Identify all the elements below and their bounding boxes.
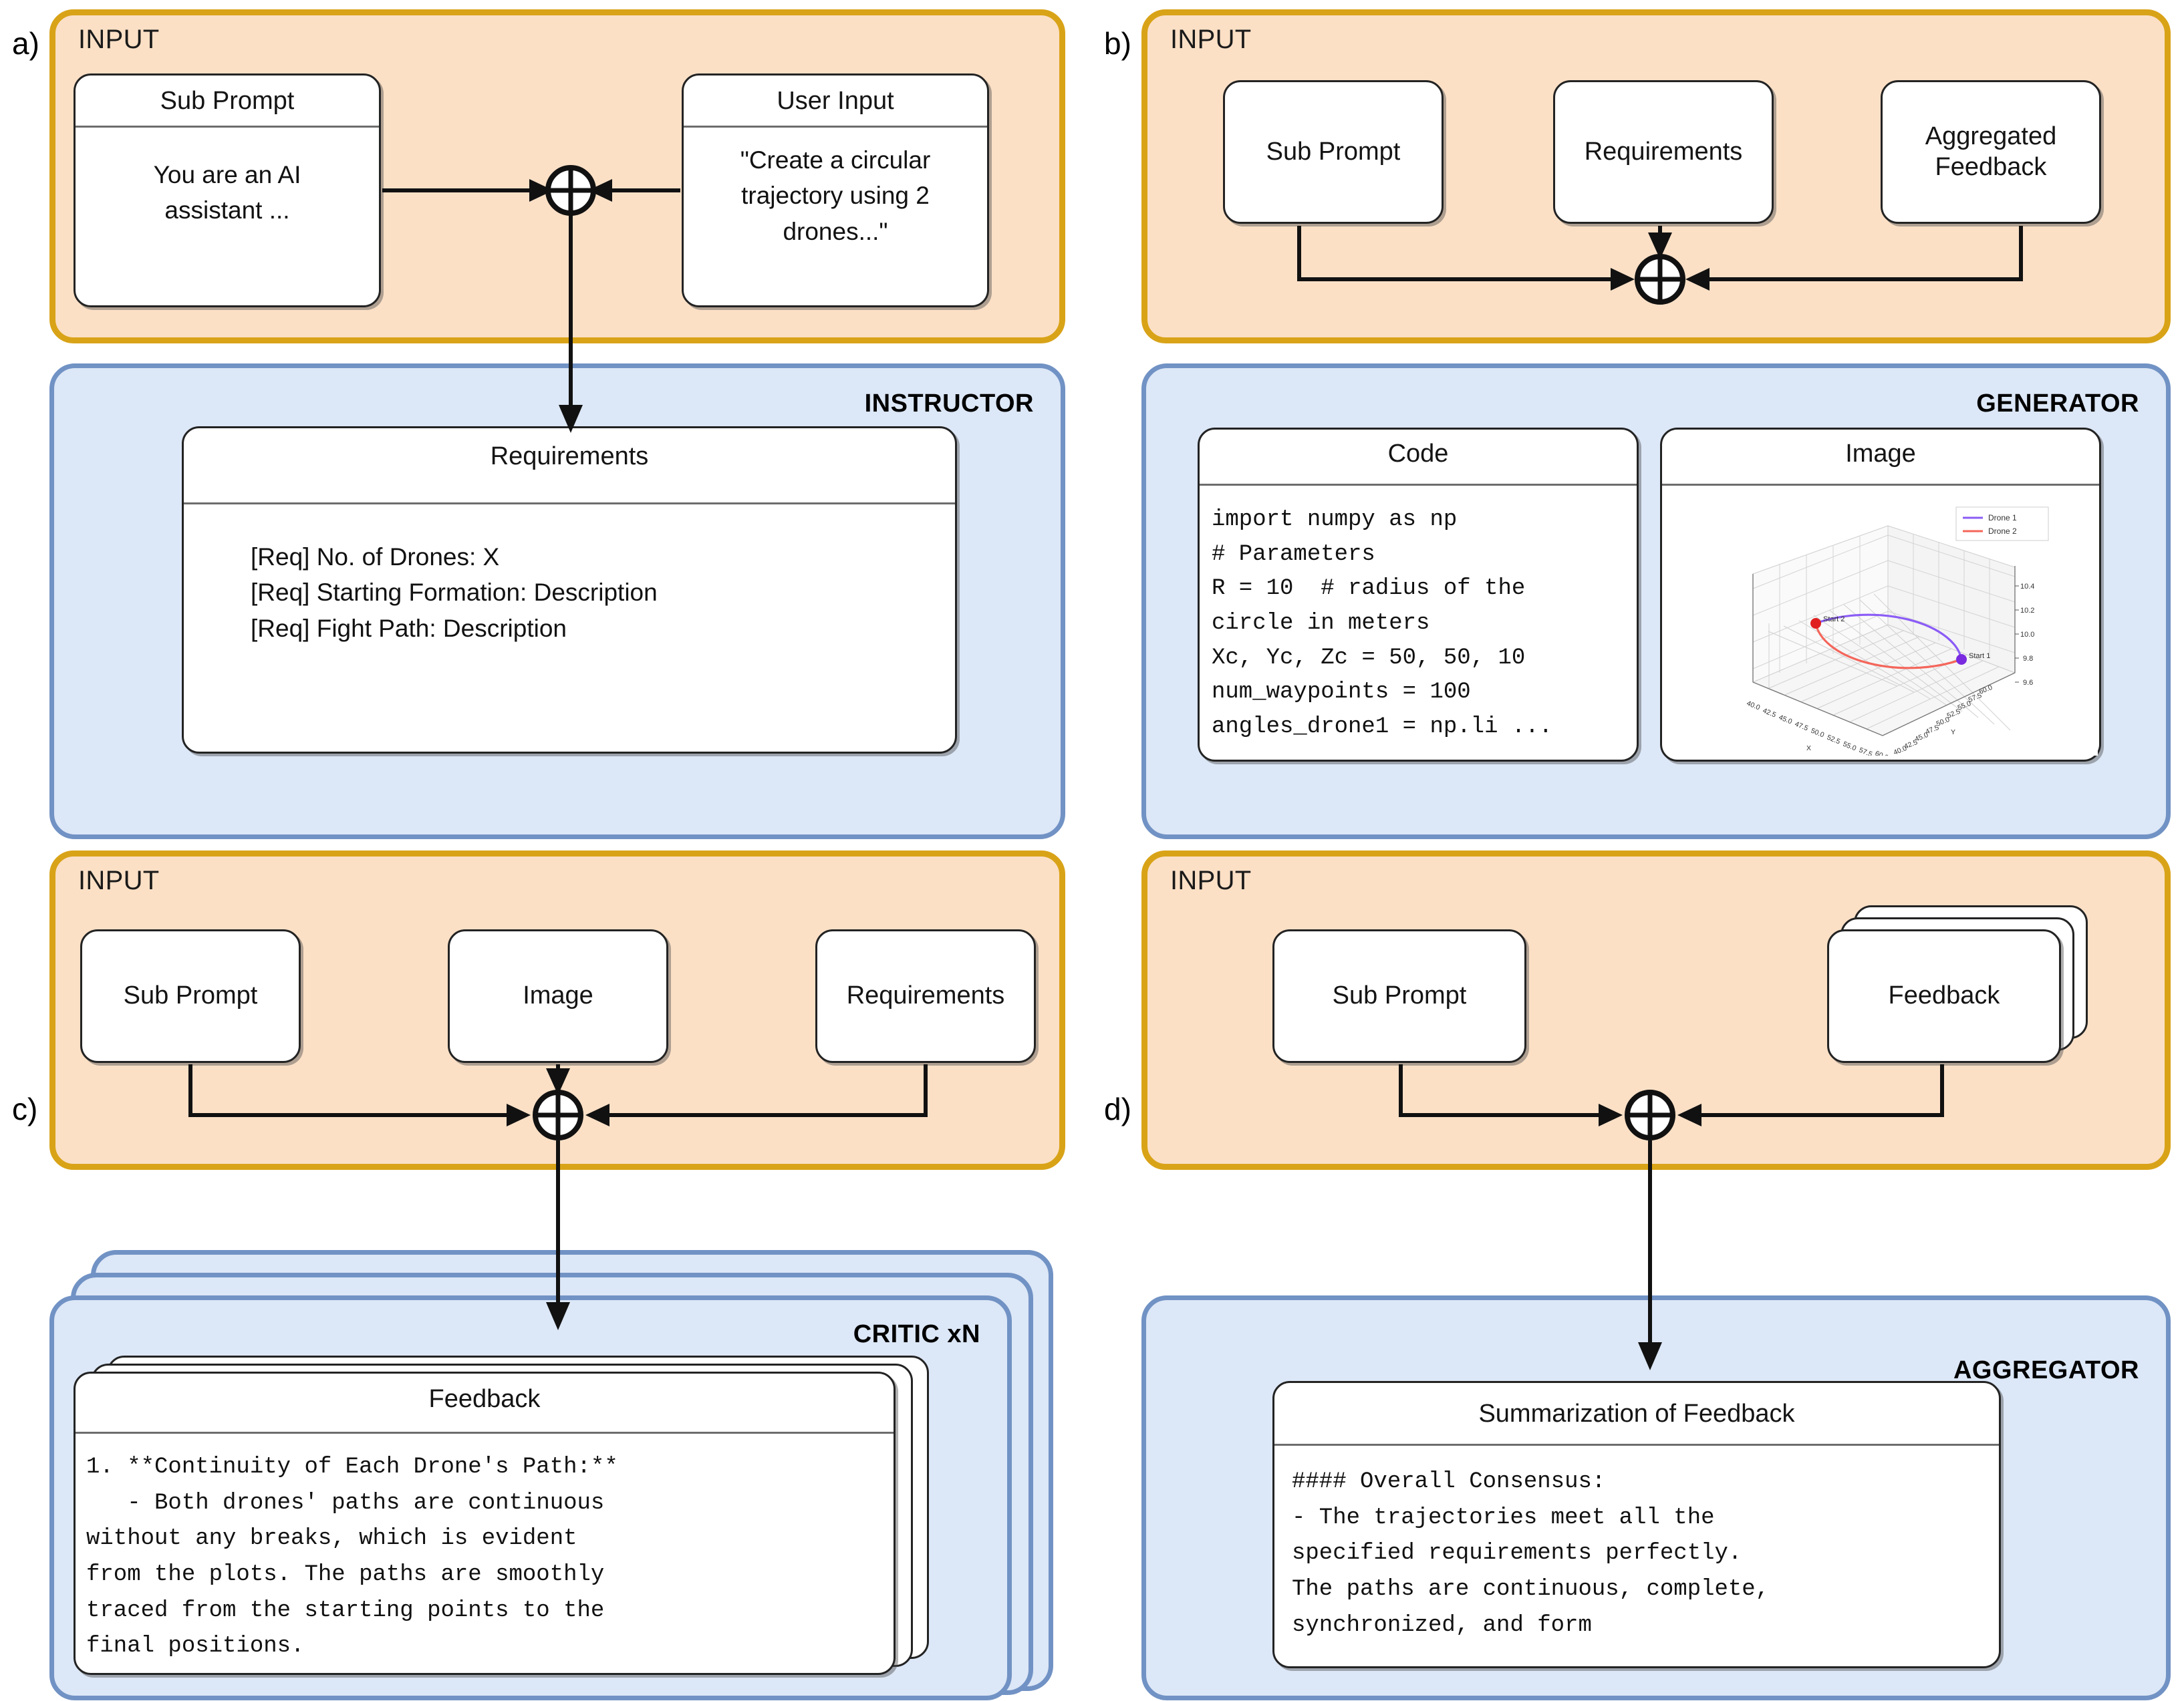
node-body: import numpy as np # Parameters R = 10 #… [1212, 506, 1553, 740]
node-title: Feedback [76, 1374, 894, 1434]
node-title: Sub Prompt [123, 981, 258, 1010]
start-1-marker [1956, 654, 1967, 665]
node-title: Requirements [846, 981, 1005, 1010]
panel-a-agent-title: INSTRUCTOR [864, 390, 1034, 418]
panel-b-node-image[interactable]: Image [1660, 428, 2101, 762]
svg-text:Drone 1: Drone 1 [1988, 513, 2017, 522]
svg-text:9.8: 9.8 [2023, 655, 2033, 663]
plot-legend: Drone 1 Drone 2 [1955, 506, 2049, 541]
node-body: "Create a circular trajectory using 2 dr… [740, 146, 931, 246]
node-title: Requirements [184, 428, 955, 504]
panel-d: d) INPUT Sub Prompt Feedback AGGREGATOR … [1092, 851, 2184, 1701]
panel-d-agent-title: AGGREGATOR [1953, 1356, 2139, 1384]
node-title: Summarization of Feedback [1274, 1383, 1999, 1446]
panel-c-node-sub-prompt[interactable]: Sub Prompt [80, 929, 301, 1063]
svg-text:10.2: 10.2 [2020, 607, 2034, 615]
panel-c-input-title: INPUT [78, 866, 160, 895]
panel-d-input-title: INPUT [1170, 866, 1252, 895]
panel-a: a) INPUT Sub Prompt You are an AI assist… [0, 0, 1092, 851]
node-title: Aggregated Feedback [1925, 122, 2057, 181]
panel-c-node-image[interactable]: Image [448, 929, 668, 1063]
node-title: Image [1662, 430, 2099, 486]
panel-c: c) INPUT Sub Prompt Image Requirements C… [0, 851, 1092, 1701]
start-2-label: Start 2 [1823, 615, 1845, 623]
node-body: 1. **Continuity of Each Drone's Path:** … [86, 1454, 618, 1660]
start-1-label: Start 1 [1969, 652, 1990, 660]
panel-d-node-feedback[interactable]: Feedback [1827, 929, 2061, 1063]
panel-c-node-feedback[interactable]: Feedback 1. **Continuity of Each Drone's… [74, 1372, 896, 1675]
node-title: Feedback [1888, 981, 2000, 1010]
svg-text:Drone 2: Drone 2 [1988, 526, 2017, 536]
node-title: Image [523, 981, 593, 1010]
node-body: #### Overall Consensus: - The trajectori… [1292, 1468, 1770, 1638]
node-title: Code [1200, 430, 1637, 486]
panel-b: b) INPUT Sub Prompt Requirements Aggrega… [1092, 0, 2184, 851]
panel-a-input-title: INPUT [78, 25, 160, 54]
panel-b-node-aggregated-feedback[interactable]: Aggregated Feedback [1881, 80, 2101, 224]
svg-text:9.6: 9.6 [2023, 679, 2033, 687]
panel-c-agent-title: CRITIC xN [853, 1320, 980, 1348]
panel-d-marker: d) [1104, 1092, 1131, 1126]
plot-svg: Start 2 Start 1 10.4 10.2 10.0 9.8 9.6 [1667, 494, 2098, 762]
node-title: Sub Prompt [1266, 137, 1401, 166]
panel-a-node-requirements[interactable]: Requirements [Req] No. of Drones: X [Req… [182, 426, 957, 754]
panel-a-node-user-input[interactable]: User Input "Create a circular trajectory… [682, 73, 989, 307]
panel-b-node-sub-prompt[interactable]: Sub Prompt [1223, 80, 1444, 224]
svg-text:10.4: 10.4 [2020, 583, 2034, 591]
panel-b-marker: b) [1104, 26, 1131, 61]
panel-a-node-sub-prompt[interactable]: Sub Prompt You are an AI assistant ... [74, 73, 381, 307]
node-title: User Input [684, 75, 987, 128]
svg-text:Y: Y [1951, 728, 1955, 736]
node-title: Sub Prompt [1332, 981, 1467, 1010]
drone-trajectory-plot: Start 2 Start 1 10.4 10.2 10.0 9.8 9.6 [1667, 494, 2098, 762]
panel-b-node-requirements[interactable]: Requirements [1553, 80, 1774, 224]
node-body: [Req] No. of Drones: X [Req] Starting Fo… [251, 543, 658, 643]
panel-b-node-code[interactable]: Code import numpy as np # Parameters R =… [1198, 428, 1639, 762]
panel-d-node-sub-prompt[interactable]: Sub Prompt [1272, 929, 1526, 1063]
node-body: You are an AI assistant ... [153, 160, 301, 224]
panel-c-node-requirements[interactable]: Requirements [815, 929, 1036, 1063]
panel-b-input-title: INPUT [1170, 25, 1252, 54]
start-2-marker [1810, 618, 1821, 629]
svg-text:10.0: 10.0 [2020, 631, 2034, 639]
panel-b-agent-title: GENERATOR [1976, 390, 2139, 418]
panel-c-marker: c) [12, 1092, 38, 1126]
node-title: Sub Prompt [76, 75, 379, 128]
node-title: Requirements [1584, 137, 1743, 166]
panel-a-marker: a) [12, 26, 39, 61]
svg-text:X: X [1806, 744, 1811, 752]
panel-d-node-summarization[interactable]: Summarization of Feedback #### Overall C… [1272, 1381, 2001, 1668]
